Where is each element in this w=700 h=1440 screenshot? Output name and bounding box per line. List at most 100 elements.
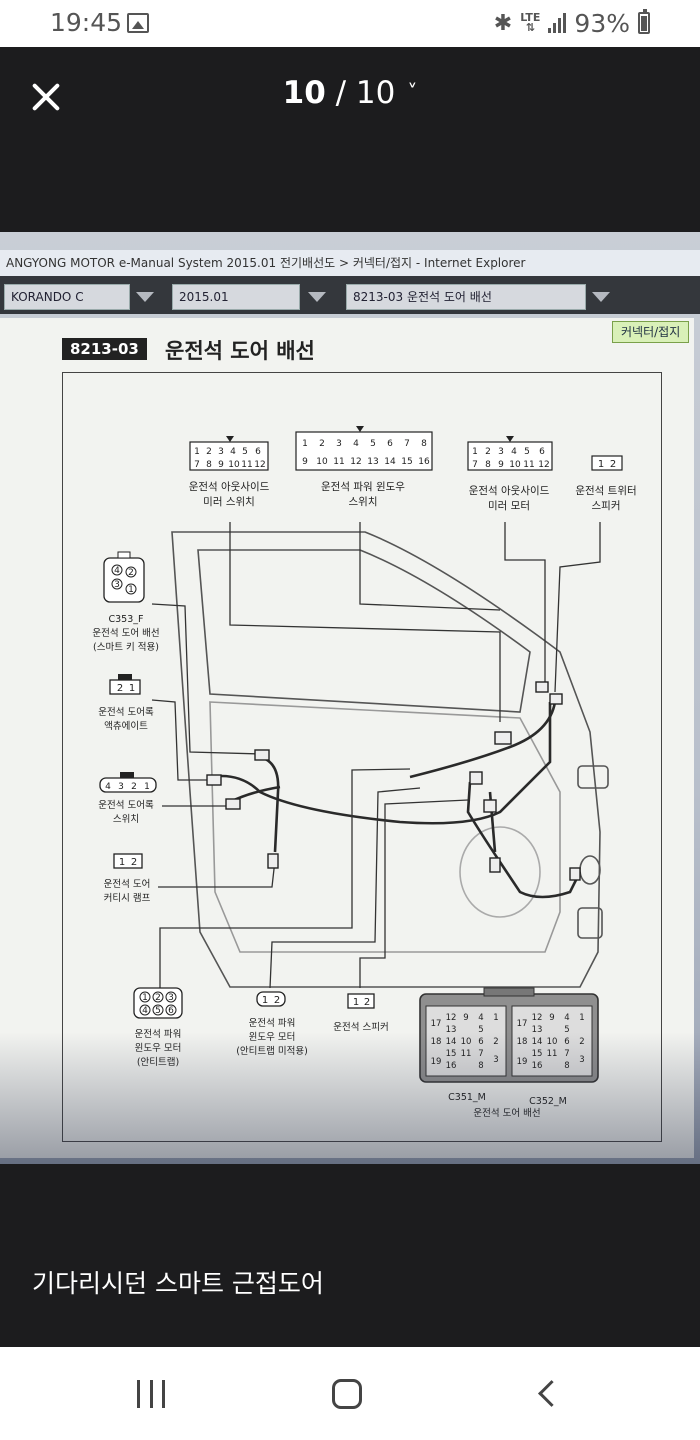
pin: 14	[532, 1037, 543, 1047]
pin: 4	[478, 1013, 483, 1023]
pin: 5	[370, 439, 376, 449]
c353-labels: C353_F 운전석 도어 배선 (스마트 키 적용)	[92, 614, 159, 653]
pin: 3	[493, 1055, 498, 1065]
pin: 4	[511, 447, 517, 457]
label: 운전석 파워 윈도우	[321, 480, 405, 493]
pw-motor-antitrap-labels: 운전석 파워 윈도우 모터 (안티트랩)	[135, 1029, 182, 1068]
pin: 4	[105, 782, 111, 792]
label: 윈도우 모터	[249, 1032, 296, 1043]
c351-c352-labels: C351_M C352_M 운전석 도어 배선	[448, 1092, 567, 1119]
pin: 17	[431, 1019, 442, 1029]
pin: 16	[418, 457, 430, 467]
pin: 15	[532, 1049, 543, 1059]
back-icon[interactable]	[536, 1380, 556, 1408]
pin: 9	[498, 460, 504, 470]
door-outline	[171, 531, 609, 988]
connector-door-lock-actuator: 2 1	[109, 674, 141, 695]
pin: 6	[564, 1037, 569, 1047]
network-type: LTE	[520, 11, 541, 24]
pin: 2	[493, 1037, 498, 1047]
pin: 9	[302, 457, 308, 467]
model-select-arrow-icon	[136, 292, 154, 302]
courtesy-lamp-labels: 운전석 도어 커티시 램프	[104, 879, 151, 904]
label: 스위치	[349, 495, 378, 508]
pin-grid-12a: 1 2 3 4 5 6 7 8 9 10 11 12	[194, 447, 266, 470]
pin: 4	[114, 566, 120, 576]
battery-percent: 93%	[574, 8, 630, 38]
status-time: 19:45	[50, 8, 123, 37]
c351-pins: 17 12 9 4 1 13 5 18 14 10 6 2 15 11 7 19…	[431, 1013, 499, 1071]
label: 운전석 파워	[135, 1029, 182, 1040]
pin: 13	[367, 457, 378, 467]
door-lock-actuator-labels: 운전석 도어록 액츄에이트	[98, 707, 154, 732]
pin: 10	[509, 460, 521, 470]
label: 운전석 도어록	[98, 707, 154, 718]
label: 운전석 파워	[249, 1018, 296, 1029]
pin: 11	[333, 457, 344, 467]
status-bar: 19:45 ✱ LTE⇅ 93%	[0, 0, 700, 47]
connector-ground-tab: 커넥터/접지	[612, 321, 690, 343]
label: 스피커	[592, 500, 621, 512]
pin: 5	[524, 447, 530, 457]
pin-grid-12b: 1 2 3 4 5 6 7 8 9 10 11 12	[472, 447, 550, 470]
label: 액츄에이트	[104, 720, 148, 732]
pin: 1	[493, 1013, 498, 1023]
pin-grid-16: 1 2 3 4 5 6 7 8 9 10 11 12 13 14 15 16	[302, 439, 430, 467]
label: 운전석 도어 배선	[473, 1108, 540, 1119]
home-icon[interactable]	[332, 1379, 362, 1409]
label: (안티트랩 미적용)	[236, 1045, 308, 1057]
viewer-header: 10 / 10˅	[0, 47, 700, 232]
pin: 12	[446, 1013, 457, 1023]
connector-pw-motor-antitrap: 1 2 3 4 5 6	[133, 987, 183, 1019]
pin: 2	[319, 439, 325, 449]
recent-apps-icon[interactable]	[137, 1380, 165, 1408]
pin: 11	[523, 460, 534, 470]
connector-power-window-switch	[295, 426, 433, 471]
leader-lines	[151, 522, 601, 989]
pin: 2	[155, 993, 161, 1003]
lte-icon: LTE⇅	[520, 11, 541, 34]
model-select: KORANDO C	[4, 284, 130, 310]
speaker-label: 운전석 스피커	[333, 1022, 388, 1033]
pin: 15	[401, 457, 412, 467]
diagram-frame	[62, 372, 662, 1142]
pin: 5	[564, 1025, 569, 1035]
pin: 2	[579, 1037, 584, 1047]
pin: 7	[194, 460, 200, 470]
top-labels: 운전석 아웃사이드 미러 스위치 운전석 파워 윈도우 스위치 운전석 아웃사이…	[189, 480, 637, 512]
label: 운전석 아웃사이드	[189, 481, 270, 493]
pin: 8	[206, 460, 212, 470]
pin: 8	[564, 1061, 569, 1071]
pin: 18	[431, 1037, 442, 1047]
chevron-down-icon[interactable]: ˅	[407, 80, 418, 104]
pin: 1	[144, 782, 150, 792]
pin: 15	[446, 1049, 457, 1059]
pin: 1	[119, 857, 125, 868]
pw-motor-no-antitrap-labels: 운전석 파워 윈도우 모터 (안티트랩 미적용)	[236, 1018, 308, 1057]
pin: 12	[532, 1013, 543, 1023]
pin: 5	[478, 1025, 483, 1035]
pin: 14	[384, 457, 396, 467]
pin: 6	[255, 447, 261, 457]
pin: 9	[218, 460, 224, 470]
connector-courtesy-lamp: 1 2	[113, 853, 143, 869]
pin: 12	[254, 460, 265, 470]
label: C352_M	[529, 1096, 567, 1107]
photo-image[interactable]: ANGYONG MOTOR e-Manual System 2015.01 전기…	[0, 232, 700, 1164]
pin: 3	[336, 439, 342, 449]
label: C351_M	[448, 1092, 486, 1103]
pin: 13	[532, 1025, 543, 1035]
pin: 1	[128, 585, 134, 595]
pin: 10	[461, 1037, 472, 1047]
pin: 1	[472, 447, 478, 457]
c352-pins: 17 12 9 4 1 13 5 18 14 10 6 2 15 11 7 19…	[517, 1013, 585, 1071]
pin: 1	[353, 997, 359, 1008]
page-counter[interactable]: 10 / 10˅	[0, 75, 700, 111]
pin: 5	[242, 447, 248, 457]
wiring-diagram: 1 2 1 2 3 4 5 6 7 8 9 10 11 12 1 2 3	[92, 426, 637, 1119]
pin: 12	[538, 460, 549, 470]
label: 운전석 아웃사이드	[469, 485, 550, 497]
pin: 11	[241, 460, 252, 470]
label: (스마트 키 적용)	[93, 641, 159, 653]
label: C353_F	[109, 614, 144, 625]
